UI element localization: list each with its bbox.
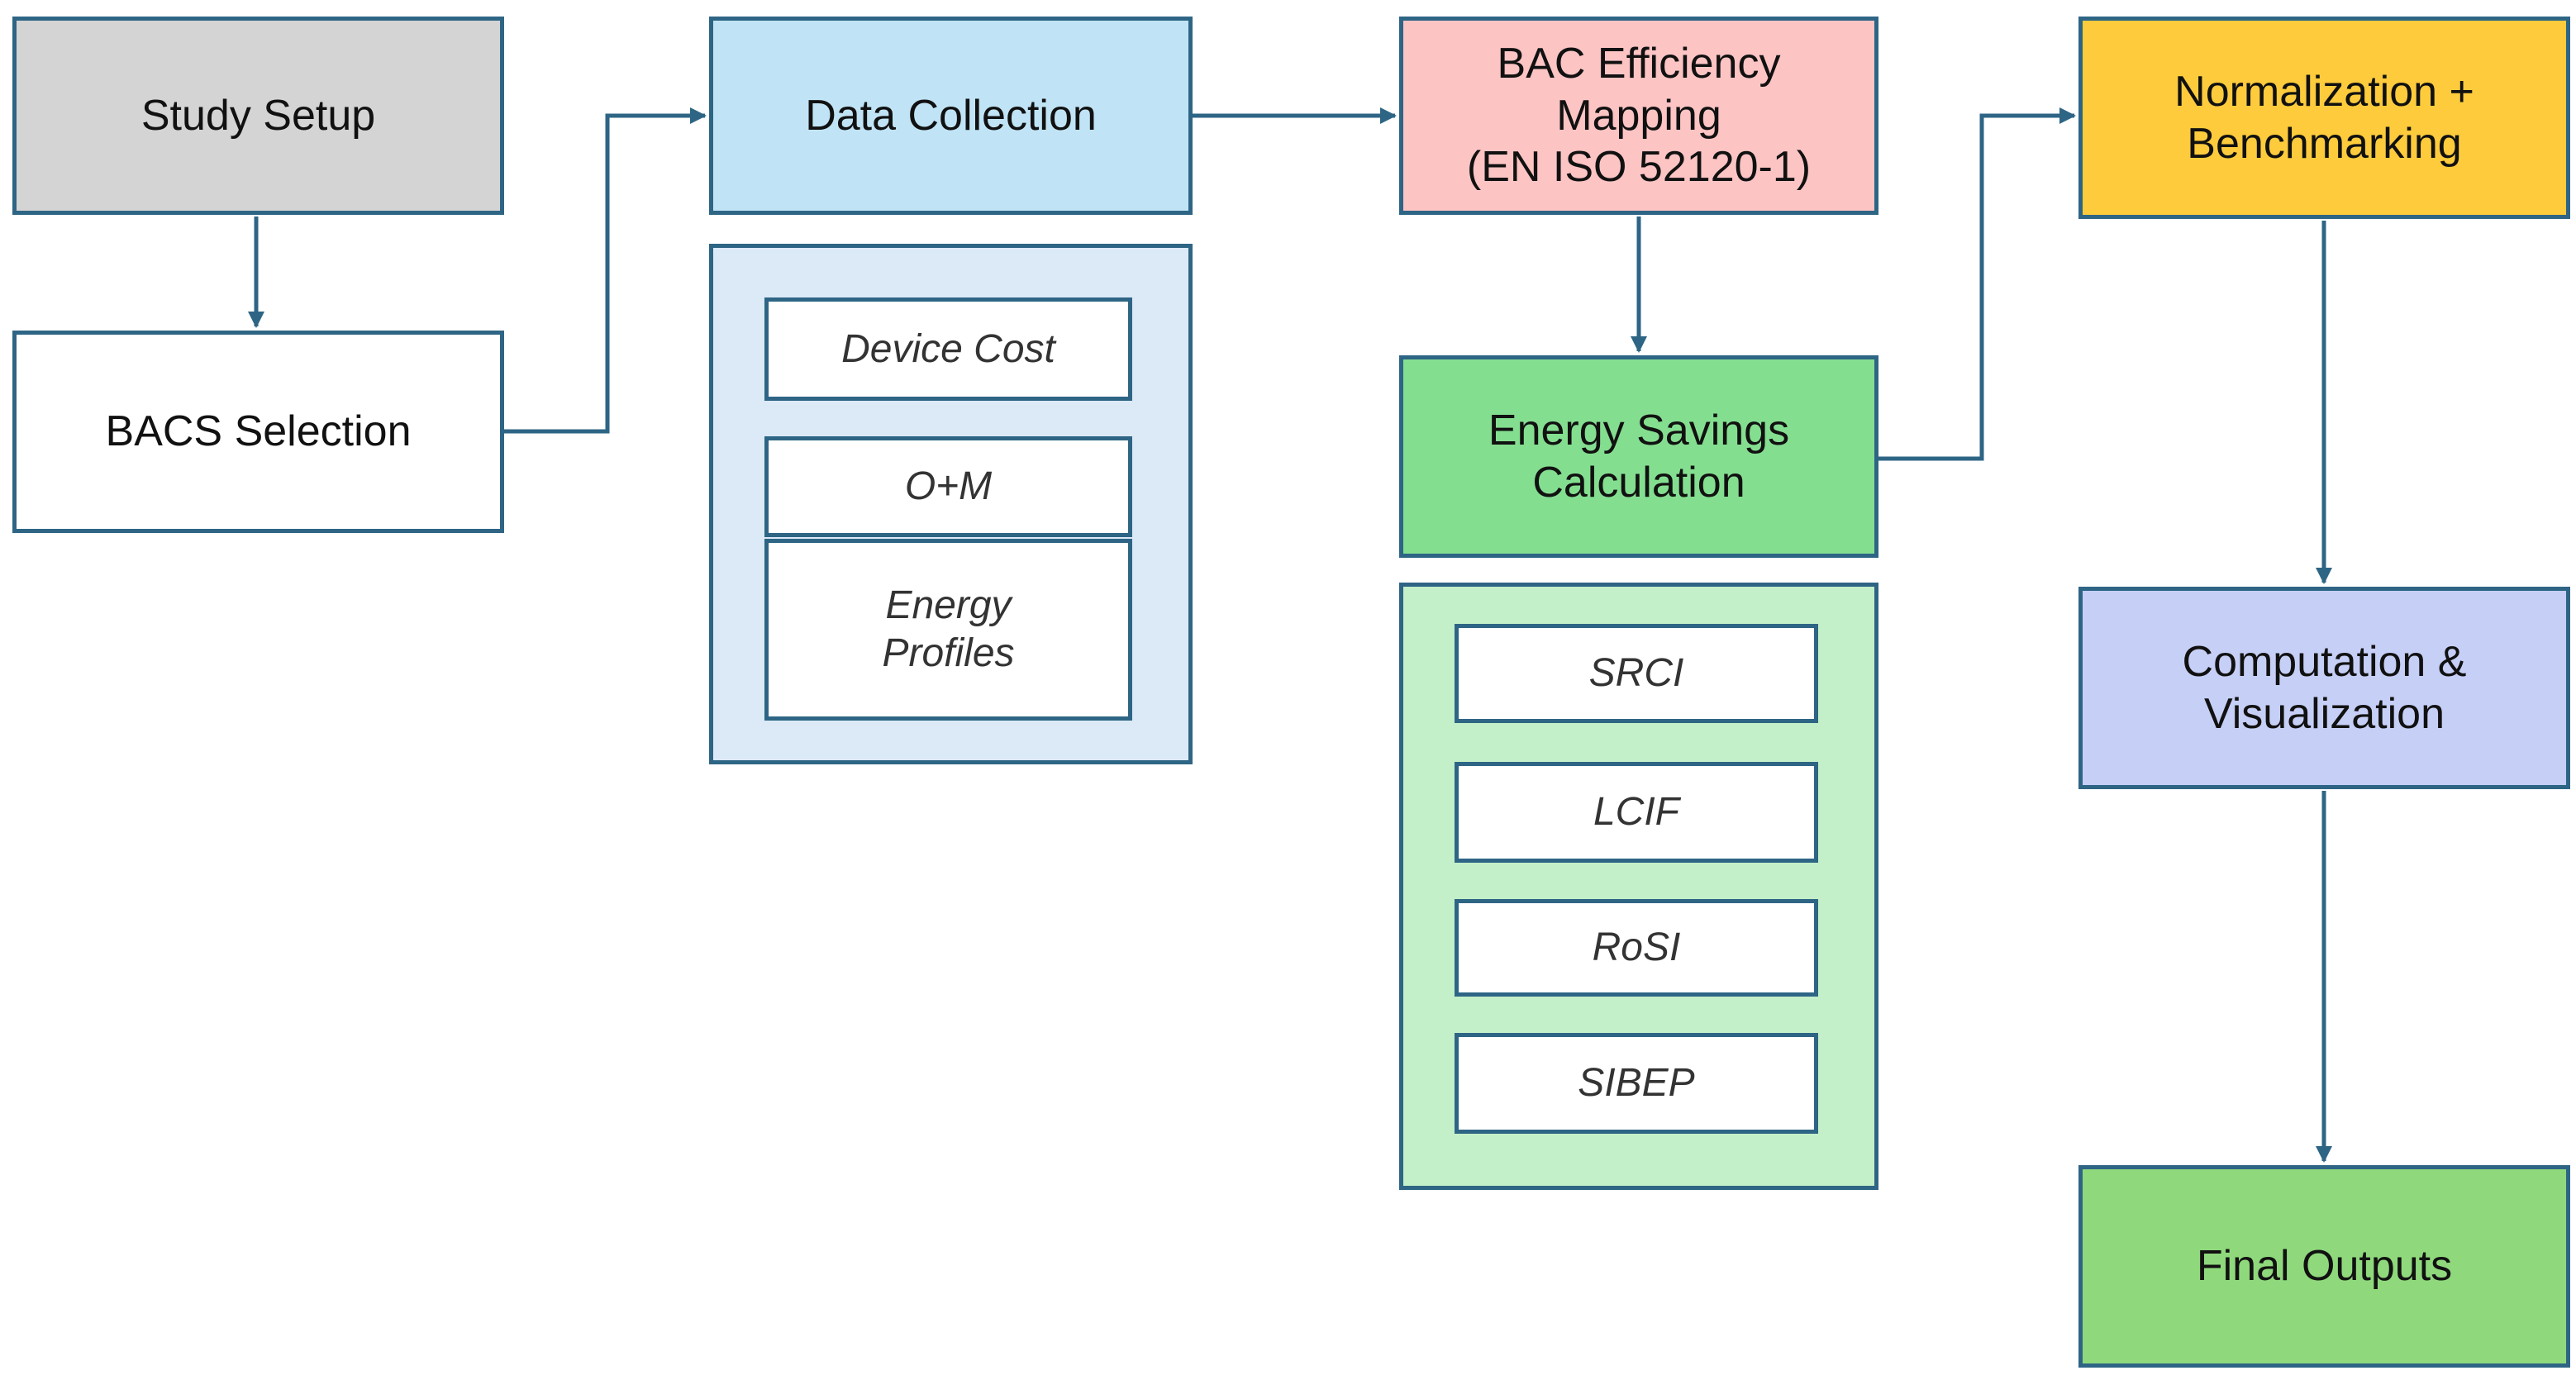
arrow-bacs-to-data bbox=[504, 107, 707, 434]
data-item-label: Device Cost bbox=[841, 326, 1055, 371]
data-item-device-cost: Device Cost bbox=[764, 297, 1132, 401]
final-outputs-label: Final Outputs bbox=[2196, 1242, 2453, 1291]
study-setup-label: Study Setup bbox=[140, 91, 376, 140]
arrow-energy-to-normalization bbox=[1878, 107, 2076, 461]
data-collection-box: Data Collection bbox=[709, 17, 1193, 215]
metric-item-lcif: LCIF bbox=[1455, 762, 1818, 863]
energy-savings-label: Energy Savings Calculation bbox=[1488, 407, 1790, 507]
final-outputs-box: Final Outputs bbox=[2078, 1165, 2570, 1368]
metric-item-sibep: SIBEP bbox=[1455, 1033, 1818, 1134]
study-setup-box: Study Setup bbox=[12, 17, 504, 215]
data-collection-label: Data Collection bbox=[805, 91, 1097, 140]
computation-visualization-box: Computation & Visualization bbox=[2078, 587, 2570, 789]
normalization-benchmarking-label: Normalization + Benchmarking bbox=[2174, 68, 2474, 168]
metric-item-rosi: RoSI bbox=[1455, 899, 1818, 997]
metric-item-label: LCIF bbox=[1593, 790, 1679, 835]
normalization-benchmarking-box: Normalization + Benchmarking bbox=[2078, 17, 2570, 219]
computation-visualization-label: Computation & Visualization bbox=[2182, 638, 2467, 738]
bacs-selection-box: BACS Selection bbox=[12, 331, 504, 533]
bacs-selection-label: BACS Selection bbox=[105, 407, 412, 456]
data-item-label: O+M bbox=[904, 464, 993, 509]
bac-efficiency-mapping-box: BAC Efficiency Mapping (EN ISO 52120-1) bbox=[1399, 17, 1878, 215]
metric-item-label: RoSI bbox=[1592, 926, 1681, 970]
bac-efficiency-mapping-label: BAC Efficiency Mapping (EN ISO 52120-1) bbox=[1466, 40, 1812, 192]
data-item-label: Energy Profiles bbox=[882, 583, 1015, 675]
metric-item-label: SRCI bbox=[1588, 651, 1684, 696]
metric-item-srci: SRCI bbox=[1455, 624, 1818, 723]
data-item-om: O+M bbox=[764, 436, 1132, 537]
data-item-energy-profiles: Energy Profiles bbox=[764, 539, 1132, 721]
metric-item-label: SIBEP bbox=[1578, 1061, 1695, 1106]
energy-savings-box: Energy Savings Calculation bbox=[1399, 355, 1878, 558]
